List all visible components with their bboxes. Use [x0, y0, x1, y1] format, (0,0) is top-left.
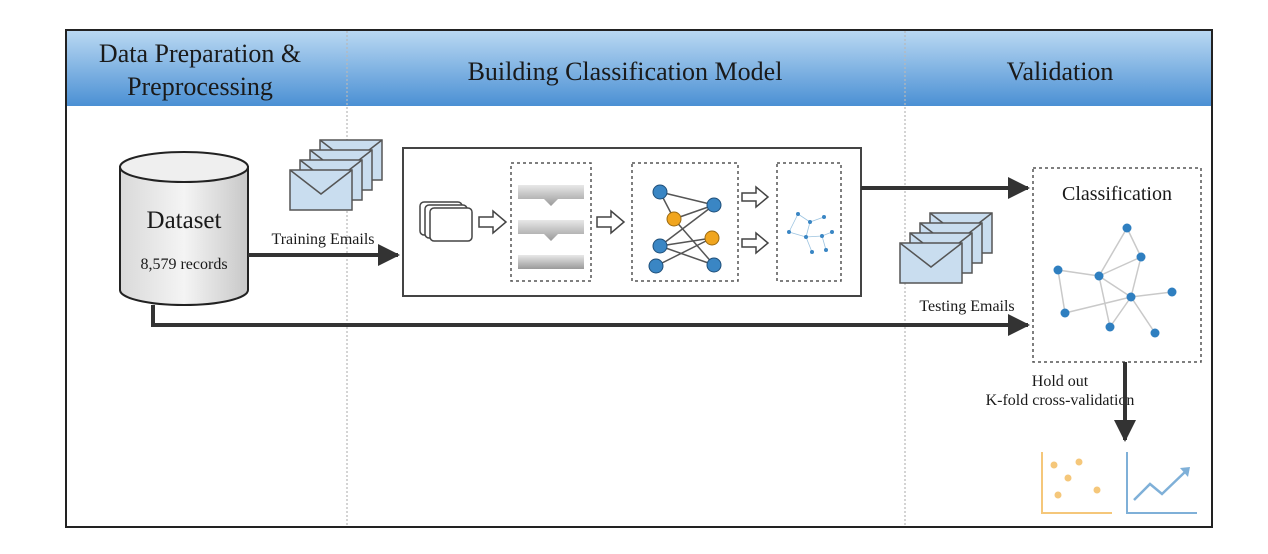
section-title-validation: Validation — [1007, 57, 1114, 86]
classification-title: Classification — [1062, 183, 1172, 205]
validation-method-kfold: K-fold cross-validation — [986, 392, 1135, 409]
hollow-arrow-icon — [478, 209, 508, 235]
classification-box — [1032, 167, 1202, 363]
small-graph-icon — [787, 212, 834, 254]
section-title-prep-line2: Preprocessing — [127, 72, 273, 101]
hollow-arrow-icon — [596, 209, 626, 235]
testing-emails-label: Testing Emails — [919, 298, 1014, 315]
dataset-title: Dataset — [147, 207, 222, 234]
section-title-model: Building Classification Model — [468, 57, 783, 86]
training-emails-label: Training Emails — [272, 231, 375, 248]
dataset-records: 8,579 records — [140, 256, 227, 273]
hollow-arrow-icon — [741, 231, 770, 255]
arrow-dataset-to-classification — [151, 305, 1030, 336]
scatter-chart-icon — [1041, 452, 1112, 514]
header-band — [67, 31, 1211, 106]
funnel-bars-icon — [518, 185, 584, 269]
dataset-cylinder — [119, 151, 249, 306]
line-chart-icon — [1126, 452, 1197, 514]
network-model-box — [631, 162, 739, 282]
hollow-arrow-icon — [741, 185, 770, 209]
section-title-prep-line1: Data Preparation & — [99, 39, 301, 68]
validation-method-holdout: Hold out — [1032, 373, 1089, 390]
classification-graph-icon — [1053, 223, 1177, 338]
neural-network-icon — [648, 184, 722, 274]
documents-icon — [419, 201, 473, 242]
